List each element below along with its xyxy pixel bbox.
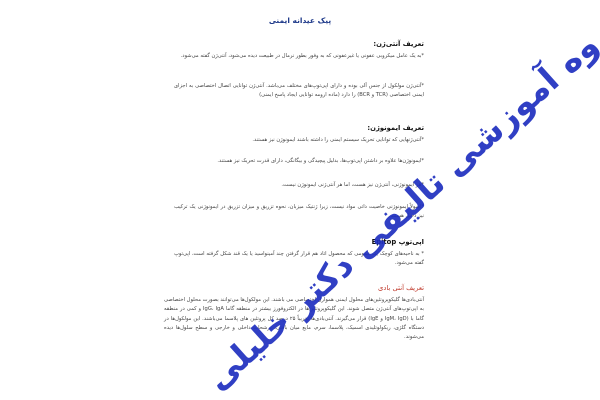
heading-antibody: تعریف آنتی بادی bbox=[378, 284, 424, 292]
paragraph-antibody-1: آنتی‌بادی‌ها گلیکوپروتئین‌های محلول ایمن… bbox=[164, 297, 424, 341]
paragraph-immunogen-3: *هر ایمونوژنی، آنتی‌ژن نیز هست، اما هر آ… bbox=[281, 182, 424, 188]
paragraph-immunogen-1: *آنتی‌ژنهایی که توانایی تحریک سیستم ایمن… bbox=[252, 137, 424, 143]
paragraph-immunogen-2: *ایمونوژن‌ها علاوه بر داشتن اپی‌توپ‌ها، … bbox=[217, 158, 424, 164]
paragraph-antigen-2: *آنتی‌ژن مولکول از جنس آلی بوده و دارای … bbox=[174, 83, 424, 99]
paragraph-immunogen-4: *اصولاً ایمونوژنی خاصیت ذاتی مواد نیست، … bbox=[174, 204, 424, 220]
paragraph-antigen-1: *به یک عامل میکروبی عفونی یا غیرعفونی که… bbox=[180, 53, 424, 59]
heading-antigen: تعریف آنتی‌ژن: bbox=[373, 40, 424, 48]
paragraph-epitope-1: * به ناحیه‌های کوچک یک عمومی که محصول ات… bbox=[174, 251, 424, 267]
heading-immunogen: تعریف ایمونوژن: bbox=[367, 124, 424, 132]
document-title: پیک عیدانه ایمنی bbox=[268, 16, 332, 25]
heading-epitope: اپی‌توپ Epitop bbox=[371, 238, 424, 246]
